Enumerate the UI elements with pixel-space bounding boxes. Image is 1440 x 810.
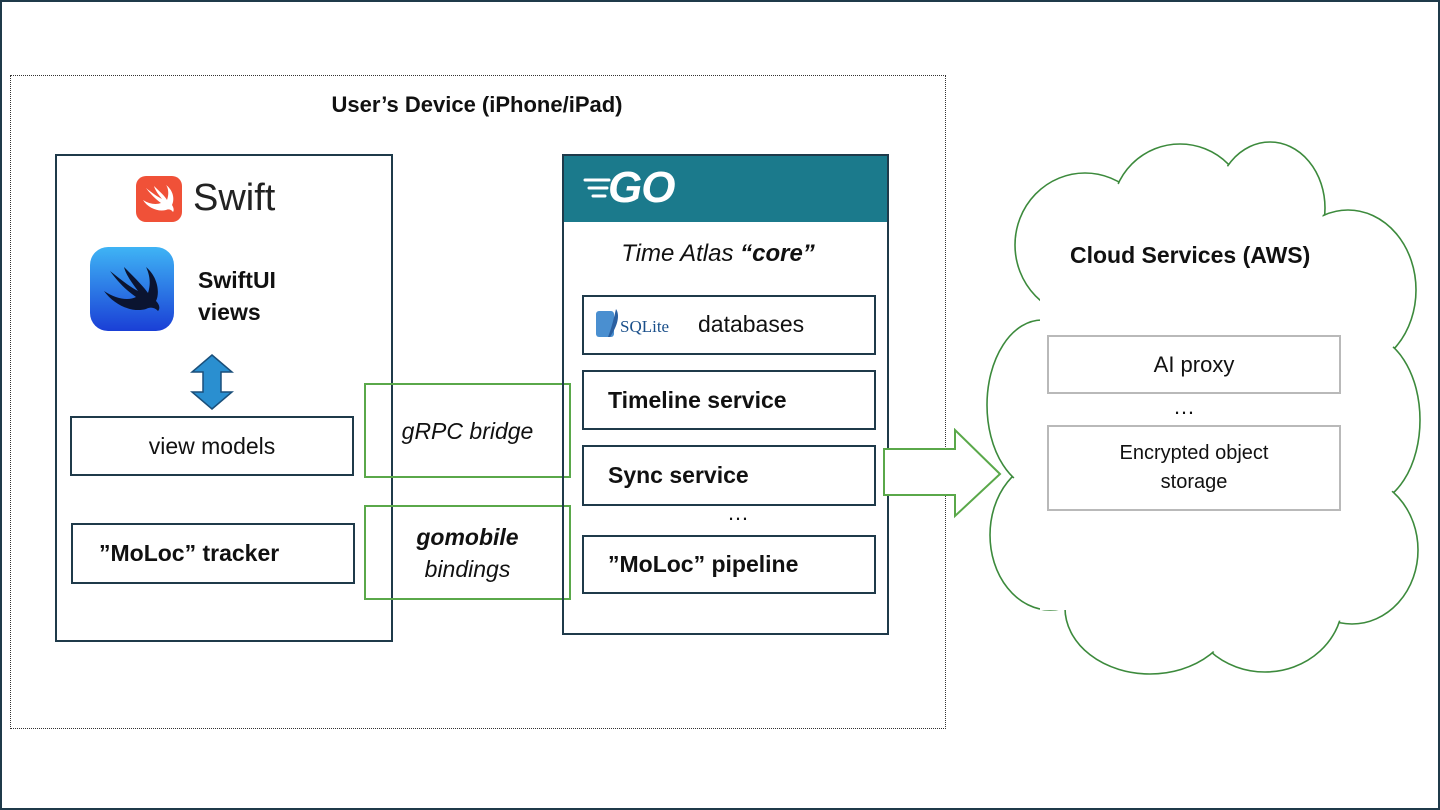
moloc-tracker-box: ”MoLoc” tracker: [71, 523, 355, 584]
go-ellipsis: …: [727, 500, 749, 525]
swiftui-label-line2: views: [198, 299, 261, 325]
view-models-box: view models: [70, 416, 354, 476]
encrypted-storage-box: Encrypted object storage: [1047, 425, 1341, 511]
device-title: User’s Device (iPhone/iPad): [331, 92, 623, 117]
sqlite-text: SQLite: [620, 317, 670, 336]
double-arrow-icon: [190, 354, 234, 410]
go-logo-text: GO: [608, 163, 675, 212]
moloc-tracker-label: ”MoLoc” tracker: [99, 540, 280, 566]
encrypted-storage-label: Encrypted object storage: [1119, 442, 1269, 493]
go-panel: [562, 154, 889, 635]
gomobile-bindings-box: gomobile bindings: [364, 505, 571, 600]
databases-label: databases: [698, 311, 805, 337]
cloud-ellipsis: …: [1173, 394, 1195, 419]
right-arrow-icon: [883, 428, 1002, 519]
sync-service-box: Sync service: [582, 445, 876, 506]
ai-proxy-box: AI proxy: [1047, 335, 1341, 394]
databases-box: SQLite databases: [582, 295, 876, 355]
swiftui-label-line1: SwiftUI: [198, 267, 276, 293]
go-header: [564, 156, 887, 222]
moloc-pipeline-box: ”MoLoc” pipeline: [582, 535, 876, 594]
swift-logo-icon: [136, 176, 182, 222]
bindings-label: bindings: [424, 555, 511, 582]
ai-proxy-label: AI proxy: [1153, 351, 1235, 377]
core-title: Time Atlas “core”: [562, 240, 874, 268]
timeline-service-box: Timeline service: [582, 370, 876, 430]
view-models-label: view models: [148, 432, 276, 459]
swift-panel: [55, 154, 393, 642]
grpc-bridge-box: gRPC bridge: [364, 383, 571, 478]
device-boundary: [10, 75, 946, 729]
moloc-pipeline-label: ”MoLoc” pipeline: [608, 551, 799, 577]
gomobile-label: gomobile: [416, 523, 519, 550]
swiftui-icon: [90, 247, 174, 331]
swift-logo-text: Swift: [193, 177, 276, 219]
cloud-title: Cloud Services (AWS): [1070, 242, 1311, 268]
cloud-shape: [986, 141, 1421, 675]
core-title-prefix: Time Atlas: [621, 240, 741, 267]
timeline-service-label: Timeline service: [608, 386, 787, 413]
go-logo-icon: [583, 178, 611, 198]
sync-service-label: Sync service: [608, 462, 749, 488]
grpc-bridge-label: gRPC bridge: [401, 417, 534, 444]
core-title-bold: “core”: [740, 240, 815, 267]
sqlite-feather-icon: [596, 309, 618, 337]
